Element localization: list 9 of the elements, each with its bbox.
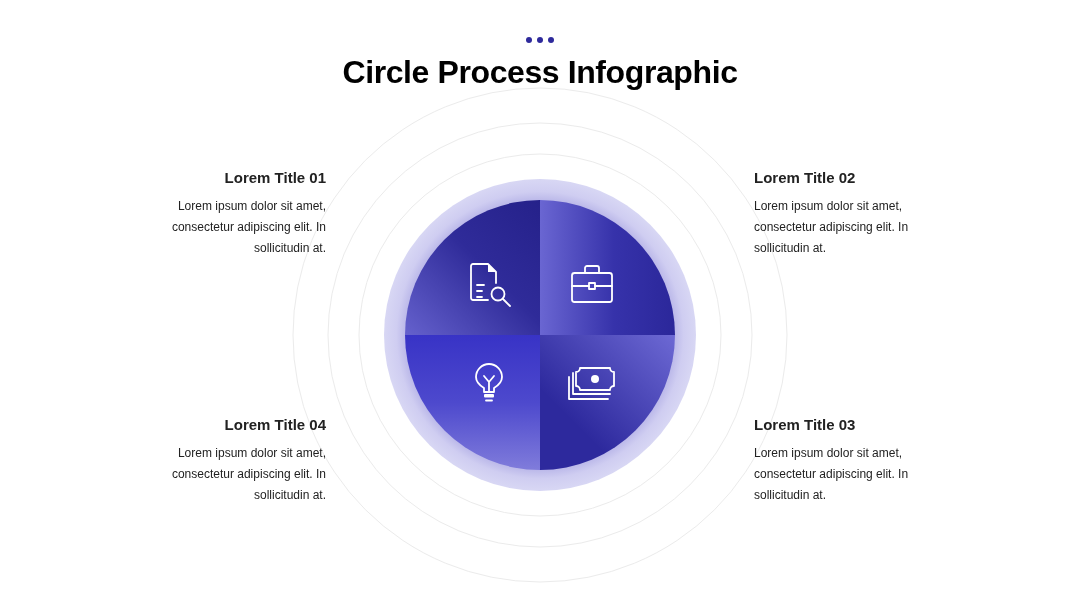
step-title: Lorem Title 02	[754, 169, 856, 187]
infographic-title: Circle Process Infographic	[342, 53, 738, 92]
step-title: Lorem Title 01	[224, 169, 326, 187]
step-description: Lorem ipsum dolor sit amet, consectetur adipiscing elit. In sollicitudin at.	[170, 445, 326, 504]
step-description: Lorem ipsum dolor sit amet, consectetur adipiscing elit. In sollicitudin at.	[170, 198, 326, 257]
step-title: Lorem Title 04	[224, 416, 326, 434]
step-description: Lorem ipsum dolor sit amet, consectetur adipiscing elit. In sollicitudin at.	[754, 198, 910, 257]
step-title: Lorem Title 03	[754, 416, 856, 434]
step-description: Lorem ipsum dolor sit amet, consectetur adipiscing elit. In sollicitudin at.	[754, 445, 910, 504]
